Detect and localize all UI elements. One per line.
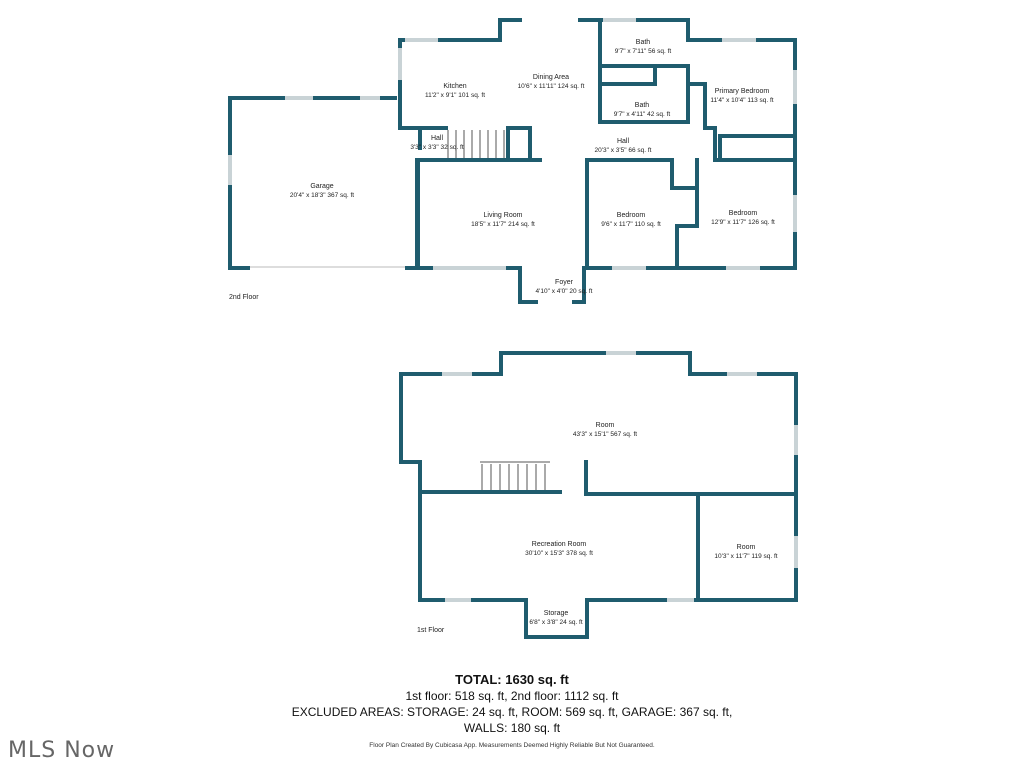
room-name: Bath xyxy=(635,102,650,109)
room-dim: 6'8" x 3'8" 24 sq. ft xyxy=(529,619,583,626)
floor2-walls xyxy=(228,18,797,304)
floor1-stairs xyxy=(480,461,550,490)
room-dim: 43'3" x 15'1" 567 sq. ft xyxy=(573,431,637,438)
floor1-labels: Room 43'3" x 15'1" 567 sq. ft Recreation… xyxy=(417,422,778,634)
area-summary: TOTAL: 1630 sq. ft 1st floor: 518 sq. ft… xyxy=(0,672,1024,736)
room-dim: 10'3" x 11'7" 119 sq. ft xyxy=(714,553,777,560)
room-name: Bedroom xyxy=(729,210,758,217)
floor-label: 1st Floor xyxy=(417,627,445,634)
room-name: Hall xyxy=(431,135,444,142)
room-name: Recreation Room xyxy=(532,541,587,548)
walls-area: WALLS: 180 sq. ft xyxy=(463,721,561,735)
room-dim: 18'5" x 11'7" 214 sq. ft xyxy=(471,221,535,228)
room-name: Bedroom xyxy=(617,212,646,219)
floor1-walls xyxy=(399,351,798,639)
room-name: Dining Area xyxy=(533,74,569,81)
room-name: Primary Bedroom xyxy=(715,88,770,95)
room-dim: 20'4" x 18'3" 367 sq. ft xyxy=(290,192,354,199)
room-dim: 30'10" x 15'3" 378 sq. ft xyxy=(525,550,593,557)
room-dim: 9'6" x 11'7" 110 sq. ft xyxy=(601,221,661,228)
room-dim: 20'3" x 3'5" 66 sq. ft xyxy=(595,147,652,154)
room-dim: 10'6" x 11'11" 124 sq. ft xyxy=(518,83,585,90)
credit-note: Floor Plan Created By Cubicasa App. Meas… xyxy=(369,742,655,749)
room-name: Living Room xyxy=(484,212,523,219)
room-dim: 12'9" x 11'7" 126 sq. ft xyxy=(711,219,775,226)
floor-areas: 1st floor: 518 sq. ft, 2nd floor: 1112 s… xyxy=(405,689,619,703)
room-dim: 11'2" x 9'1" 101 sq. ft xyxy=(425,92,485,99)
mls-logo: MLS Now xyxy=(8,738,116,763)
room-name: Room xyxy=(737,544,756,551)
room-name: Room xyxy=(596,422,615,429)
room-name: Foyer xyxy=(555,279,574,286)
room-name: Bath xyxy=(636,39,651,46)
floor-label: 2nd Floor xyxy=(229,294,259,301)
room-name: Hall xyxy=(617,138,630,145)
floor2-stairs xyxy=(447,130,505,158)
room-dim: 4'10" x 4'0" 20 sq. ft xyxy=(536,288,593,295)
excluded-areas: EXCLUDED AREAS: STORAGE: 24 sq. ft, ROOM… xyxy=(291,705,733,719)
room-dim: 9'7" x 7'11" 56 sq. ft xyxy=(615,48,672,55)
room-dim: 3'3" x 3'3" 32 sq. ft xyxy=(410,144,464,151)
room-name: Garage xyxy=(310,183,333,190)
room-name: Kitchen xyxy=(443,83,466,90)
total-area: TOTAL: 1630 sq. ft xyxy=(455,672,569,687)
room-name: Storage xyxy=(544,610,569,617)
room-dim: 9'7" x 4'11" 42 sq. ft xyxy=(614,111,671,118)
floor2-labels: Garage 20'4" x 18'3" 367 sq. ft Kitchen … xyxy=(229,39,775,301)
room-dim: 11'4" x 10'4" 113 sq. ft xyxy=(710,97,773,104)
